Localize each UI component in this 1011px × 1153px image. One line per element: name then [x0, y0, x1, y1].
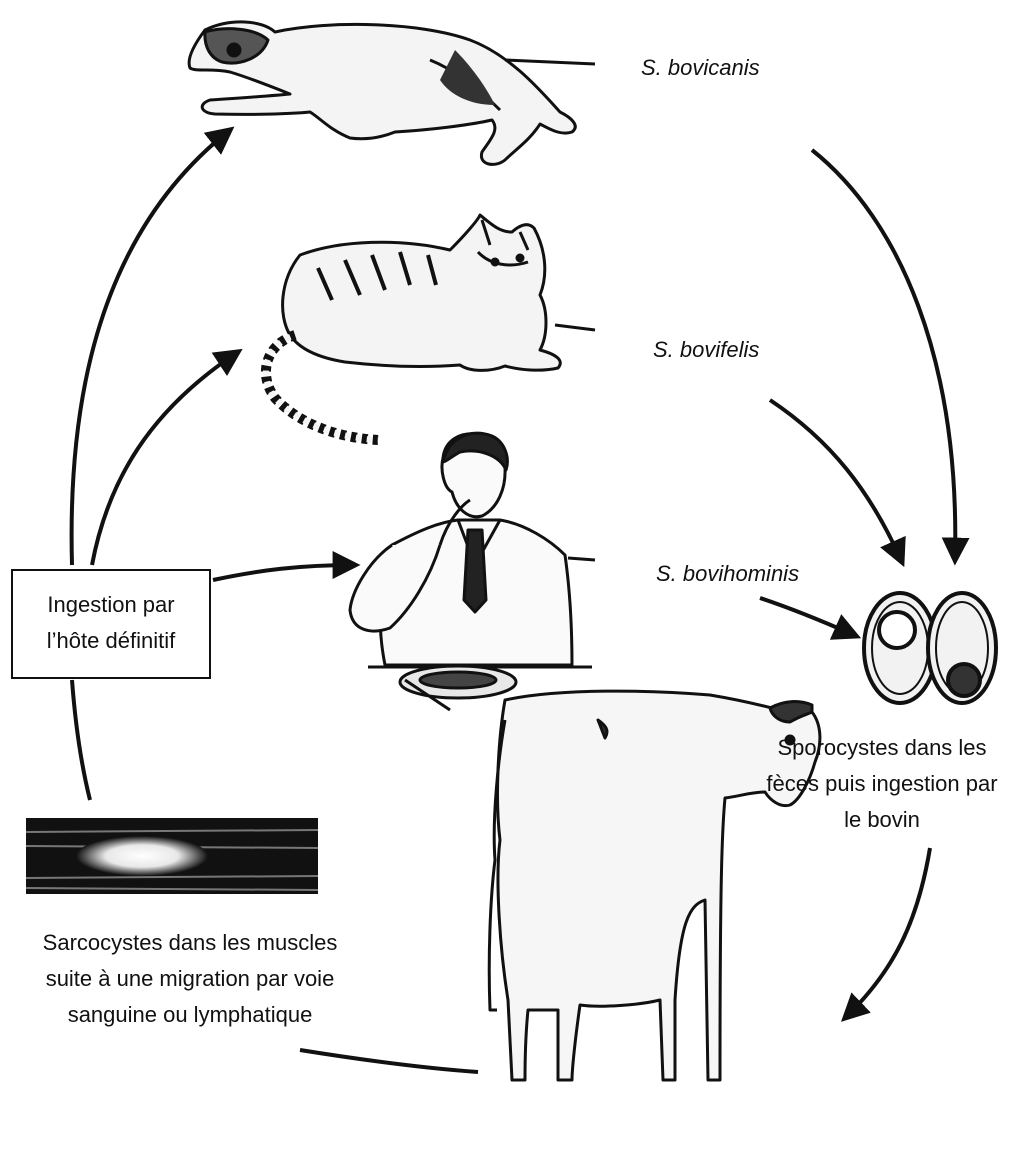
species-label-bovifelis: S. bovifelis: [653, 337, 759, 363]
species-label-bovihominis: S. bovihominis: [656, 561, 799, 587]
cat-pointer-line: [555, 325, 595, 330]
arrow-to-human: [213, 565, 355, 580]
sporocysts-caption-line-3: le bovin: [752, 802, 1011, 836]
sporocysts-caption-line-2: fèces puis ingestion par: [752, 766, 1011, 802]
ingestion-box: Ingestion par l’hôte définitif: [11, 569, 211, 679]
arrow-muscle-to-box: [72, 680, 90, 800]
human-pointer-line: [568, 558, 595, 560]
ingestion-box-line-2: l’hôte définitif: [13, 623, 209, 659]
sarcocysts-caption-line-1: Sarcocystes dans les muscles: [20, 925, 360, 961]
human-illustration: [350, 433, 572, 665]
sarcocyst-muscle-illustration: [26, 818, 318, 894]
cat-illustration: [266, 215, 560, 440]
species-label-bovicanis: S. bovicanis: [641, 55, 760, 81]
sarcocysts-caption-line-3: sanguine ou lymphatique: [20, 997, 360, 1033]
arrow-human-to-sporocysts: [760, 598, 856, 636]
arrow-sporocysts-to-cow: [845, 848, 930, 1018]
sarcocysts-caption-line-2: suite à une migration par voie: [20, 961, 360, 997]
sporocysts-caption: Sporocystes dans les fèces puis ingestio…: [752, 730, 1011, 836]
sporocysts-caption-line-1: Sporocystes dans les: [752, 730, 1011, 766]
sporocysts-illustration: [864, 593, 996, 703]
arrow-dog-to-sporocysts: [812, 150, 955, 560]
dog-illustration: [189, 22, 575, 164]
plate-illustration: [400, 666, 516, 710]
arrow-to-dog: [72, 130, 230, 565]
arrow-cat-to-sporocysts: [770, 400, 902, 562]
arrow-to-cat: [92, 352, 238, 565]
ingestion-box-line-1: Ingestion par: [13, 587, 209, 623]
dog-pointer-line: [505, 60, 595, 64]
arrow-cow-to-muscle: [300, 1050, 478, 1072]
sarcocysts-caption: Sarcocystes dans les muscles suite à une…: [20, 925, 360, 1033]
